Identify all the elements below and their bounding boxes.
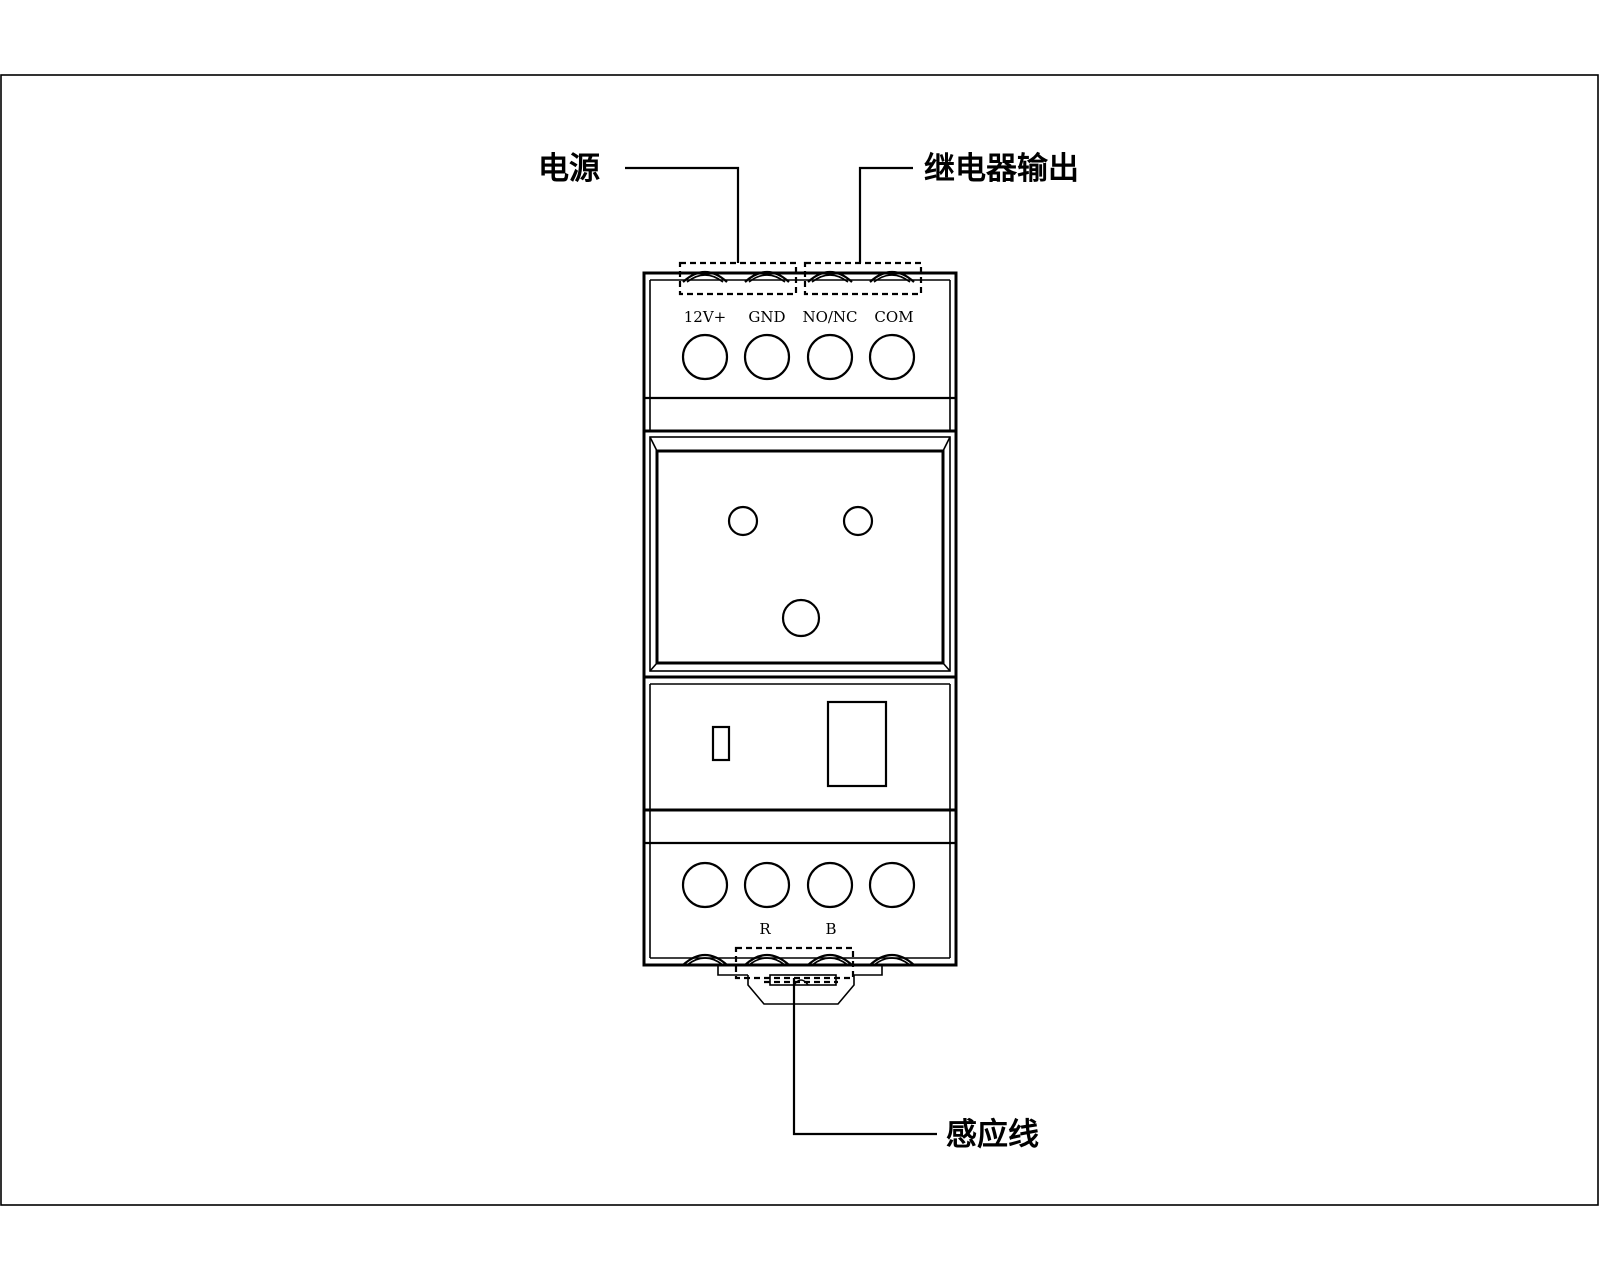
clamp-top-3 (807, 270, 853, 283)
callout-relay-output: 继电器输出 (803, 151, 1079, 296)
power-callout-label: 电源 (538, 151, 600, 187)
terminal-label-no-nc: NO/NC (802, 308, 857, 326)
front-panel (642, 429, 958, 679)
clamp-top-2 (744, 270, 790, 283)
din-rail-clip (717, 965, 883, 1005)
screw-hole-top-1 (681, 333, 729, 381)
small-switch (711, 725, 731, 762)
indicator-led-right (842, 505, 874, 537)
relay-output-callout-label: 继电器输出 (924, 151, 1079, 187)
clamp-bottom-4 (869, 953, 915, 966)
din-rail-device: 12V+ GND NO/NC COM R (642, 270, 958, 1005)
screw-hole-bottom-4 (868, 861, 916, 909)
power-leader-line (625, 166, 740, 263)
screw-hole-top-3 (806, 333, 854, 381)
display-window (655, 449, 945, 665)
clamp-top-4 (869, 270, 915, 283)
terminal-label-b: B (825, 920, 836, 938)
outer-frame (0, 74, 1599, 1206)
terminal-label-com: COM (874, 308, 913, 326)
terminal-label-12v: 12V+ (684, 308, 727, 326)
sensor-leader-line (792, 978, 937, 1136)
screw-hole-bottom-3 (806, 861, 854, 909)
top-terminal-block (642, 271, 958, 433)
callout-power: 电源 (538, 151, 798, 296)
relay-terminal-highlight (803, 261, 923, 296)
clamp-top-1 (682, 270, 728, 283)
terminal-label-r: R (759, 920, 771, 938)
relay-leader-line (858, 166, 913, 263)
terminal-label-gnd: GND (748, 308, 785, 326)
screw-hole-top-2 (743, 333, 791, 381)
label-window (826, 700, 888, 788)
lower-panel (642, 675, 958, 812)
indicator-led-left (727, 505, 759, 537)
sensor-terminal-highlight (734, 946, 855, 980)
bottom-terminal-block (642, 808, 958, 967)
power-terminal-highlight (678, 261, 798, 296)
callout-sensor-wire: 感应线 (734, 946, 1039, 1153)
clamp-bottom-1 (682, 953, 728, 966)
sensor-wire-callout-label: 感应线 (946, 1117, 1039, 1153)
indicator-led-bottom (781, 598, 821, 638)
clamp-bottom-2 (744, 953, 790, 966)
screw-hole-bottom-1 (681, 861, 729, 909)
screw-hole-bottom-2 (743, 861, 791, 909)
clamp-bottom-3 (807, 953, 853, 966)
screw-hole-top-4 (868, 333, 916, 381)
